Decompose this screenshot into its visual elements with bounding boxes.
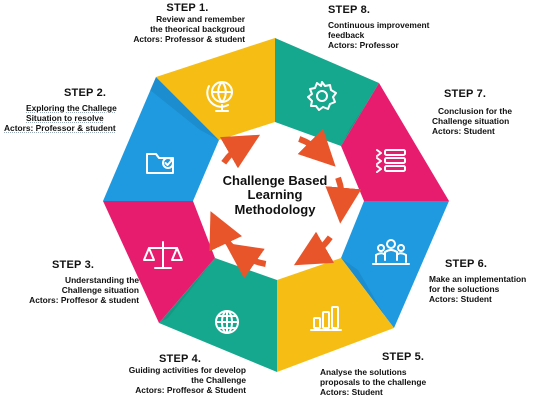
folder-check-icon: [146, 153, 174, 174]
world-grid-icon: [215, 310, 239, 334]
bar-chart-icon: [310, 306, 342, 331]
step-2-line-2: Situation to resolve: [26, 112, 104, 123]
step-7-label: STEP 7. Conclusion for the Challenge sit…: [432, 88, 547, 137]
step-6-label: STEP 6. Make an implementation for the s…: [429, 258, 549, 305]
step-4-title: STEP 4.: [159, 353, 202, 365]
step-8-label: STEP 8. Continuous improvement feedback …: [328, 4, 498, 51]
center-title-line-2: Learning: [247, 187, 303, 203]
step-3-line-3: Actors: Proffesor & student: [29, 294, 139, 305]
step-4-line-3: Actors: Proffesor & Student: [135, 384, 246, 395]
cycle-arrow-1: [209, 211, 243, 253]
step-7-line-1: Conclusion for the: [438, 105, 512, 116]
step-8-line-3: Actors: Professor: [328, 39, 399, 50]
cycle-arrow-6: [224, 242, 267, 279]
segment-step-8: [275, 38, 379, 146]
step-3-title: STEP 3.: [52, 259, 95, 271]
center-title-line-3: Methodology: [234, 201, 316, 217]
segment-step-2: [103, 77, 219, 201]
step-7-title: STEP 7.: [444, 88, 487, 100]
segment-step-3: [103, 201, 215, 323]
step-2-line-3: Actors: Professor & student: [4, 122, 116, 133]
step-5-line-2: proposals to the challenge: [320, 376, 427, 387]
step-1-label: STEP 1. Review and remember the theorica…: [90, 2, 245, 45]
balance-scale-icon: [143, 241, 183, 269]
step-3-label: STEP 3. Understanding the Challenge situ…: [2, 259, 139, 306]
gear-icon: [307, 81, 337, 111]
step-2-line-1: Exploring the Challege: [26, 102, 117, 113]
step-6-title: STEP 6.: [445, 258, 488, 270]
segment-step-7: [341, 83, 449, 201]
step-1-line-2: the theorical backgroud: [150, 23, 245, 34]
step-4-line-2: the Challenge: [191, 374, 246, 385]
step-3-line-1: Understanding the: [65, 274, 139, 285]
checklist-icon: [376, 149, 406, 173]
step-1-title: STEP 1.: [166, 2, 209, 14]
step-1-line-1: Review and remember: [156, 13, 245, 24]
step-3-line-2: Challenge situation: [61, 284, 139, 295]
step-5-line-1: Analyse the solutions: [320, 366, 407, 377]
globe-icon: [206, 81, 233, 112]
cycle-arrow-2: [219, 134, 261, 169]
segment-step-1: [156, 38, 275, 140]
step-6-line-1: Make an implementation: [429, 273, 527, 284]
step-8-line-2: feedback: [328, 29, 365, 40]
step-5-label: STEP 5. Analyse the solutions proposals …: [320, 351, 460, 398]
step-6-line-2: for the soluctions: [429, 283, 500, 294]
step-2-label: STEP 2. Exploring the Challege Situation…: [4, 87, 144, 134]
cycle-arrow-5: [293, 231, 335, 266]
step-8-line-1: Continuous improvement: [328, 19, 430, 30]
step-8-title: STEP 8.: [328, 4, 371, 16]
team-icon: [372, 239, 410, 265]
step-4-label: STEP 4. Guiding activities for develop t…: [76, 353, 246, 396]
step-6-line-3: Actors: Student: [429, 293, 492, 304]
step-5-title: STEP 5.: [382, 351, 425, 363]
segment-step-5: [277, 258, 394, 372]
step-7-line-2: Challenge situation: [432, 115, 510, 126]
step-7-line-3: Actors: Student: [432, 125, 495, 136]
step-2-title: STEP 2.: [64, 87, 107, 99]
cycle-arrow-3: [297, 128, 336, 167]
center-title-line-1: Challenge Based: [222, 173, 328, 188]
step-5-line-3: Actors: Student: [320, 386, 383, 397]
cycle-arrow-4: [325, 176, 362, 224]
center-title: Challenge Based Learning Methodology: [205, 173, 345, 217]
step-4-line-1: Guiding activities for develop: [128, 364, 246, 375]
step-1-line-3: Actors: Professor & student: [133, 33, 245, 44]
